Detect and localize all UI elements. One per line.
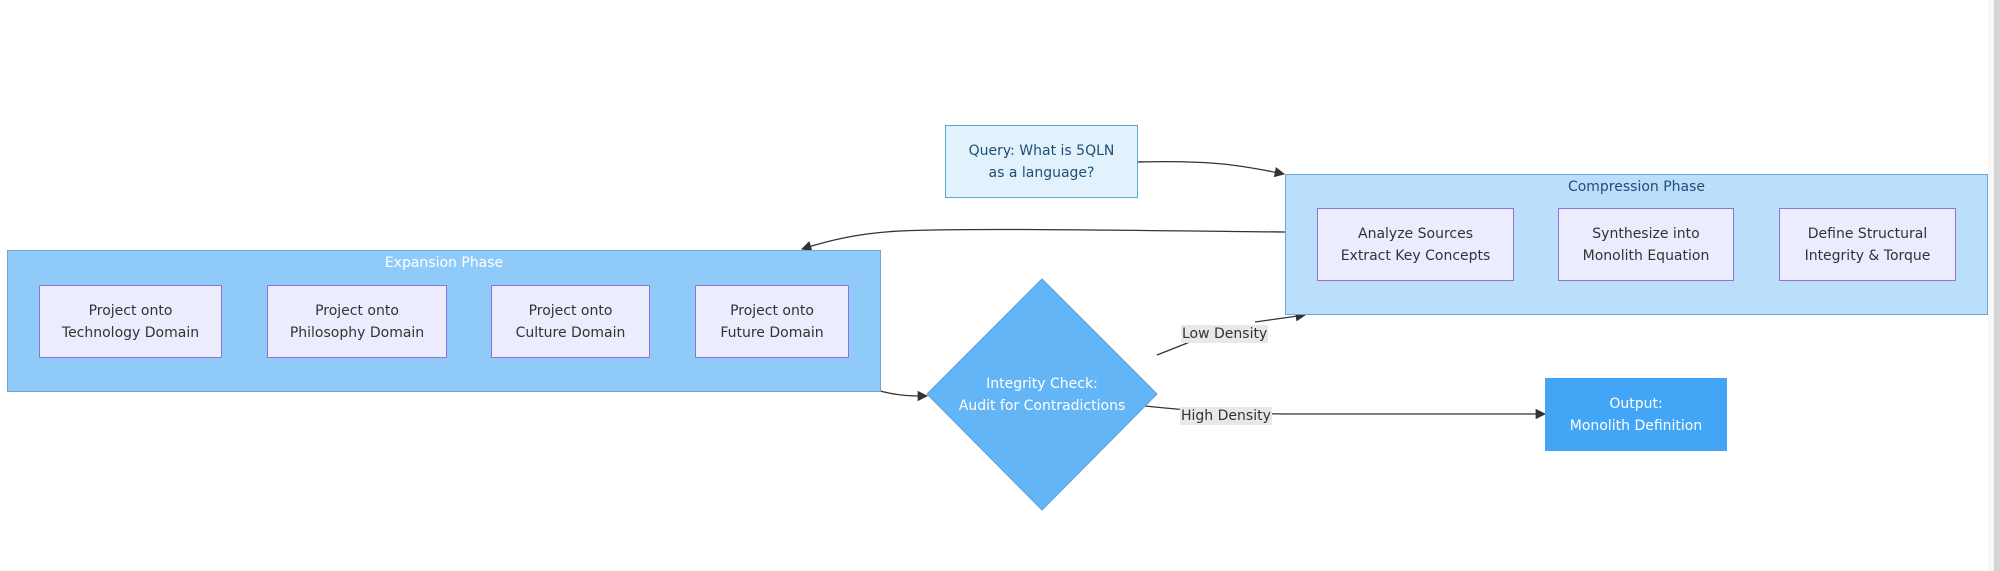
node-text-line: Extract Key Concepts [1340, 247, 1491, 264]
edge-expansion-to-decision [879, 390, 929, 402]
edge-compression-to-expansion [801, 228, 1286, 252]
edge-query-to-compression [1136, 160, 1286, 178]
output-line-1: Output: [1609, 395, 1663, 412]
culture-domain-node: Project onto Culture Domain [491, 285, 650, 358]
node-text-line: Analyze Sources [1358, 225, 1473, 242]
compression-phase-title: Compression Phase [1567, 179, 1706, 195]
decision-line-2: Audit for Contradictions [958, 398, 1126, 414]
decision-label: Integrity Check: Audit for Contradiction… [942, 373, 1142, 417]
synthesize-node: Synthesize into Monolith Equation [1558, 208, 1734, 281]
query-line-2: as a language? [988, 164, 1095, 181]
query-node: Query: What is 5QLN as a language? [945, 125, 1138, 198]
node-text-line: Future Domain [720, 324, 824, 341]
vertical-scrollbar[interactable] [1994, 0, 2000, 571]
output-node: Output: Monolith Definition [1545, 378, 1727, 451]
node-text-line: Culture Domain [515, 324, 626, 341]
edge-label-low-density: Low Density [1181, 325, 1269, 343]
edge-label-high-density: High Density [1180, 407, 1272, 425]
node-text-line: Project onto [88, 302, 173, 319]
analyze-sources-node: Analyze Sources Extract Key Concepts [1317, 208, 1514, 281]
node-text-line: Project onto [315, 302, 399, 319]
define-structural-node: Define Structural Integrity & Torque [1779, 208, 1956, 281]
node-text-line: Synthesize into [1592, 225, 1700, 242]
decision-line-1: Integrity Check: [986, 376, 1098, 392]
future-domain-node: Project onto Future Domain [695, 285, 849, 358]
output-line-2: Monolith Definition [1569, 417, 1703, 434]
node-text-line: Technology Domain [61, 324, 200, 341]
scrollbar-gutter [1988, 0, 1994, 571]
node-text-line: Project onto [528, 302, 613, 319]
query-line-1: Query: What is 5QLN [968, 142, 1115, 159]
node-text-line: Define Structural [1807, 225, 1928, 242]
node-text-line: Integrity & Torque [1804, 247, 1931, 264]
philosophy-domain-node: Project onto Philosophy Domain [267, 285, 447, 358]
node-text-line: Philosophy Domain [289, 324, 425, 341]
technology-domain-node: Project onto Technology Domain [39, 285, 222, 358]
expansion-phase-title: Expansion Phase [384, 255, 504, 271]
decision-diamond [926, 278, 1158, 511]
node-text-line: Monolith Equation [1582, 247, 1710, 264]
node-text-line: Project onto [730, 302, 814, 319]
